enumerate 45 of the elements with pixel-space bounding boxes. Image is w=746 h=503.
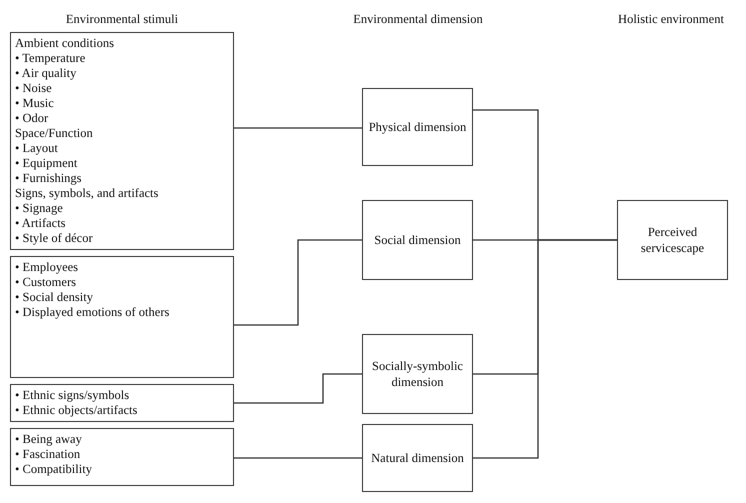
dimension-box	[362, 200, 473, 280]
connector-line	[234, 127, 362, 129]
column-heading: Environmental stimuli	[64, 12, 180, 27]
dimension-box	[362, 88, 473, 166]
box-label: Perceived servicescape	[640, 224, 706, 256]
list-item: • Music	[15, 96, 54, 111]
box-label: Physical dimension	[368, 119, 466, 135]
stimuli-list-box	[10, 256, 234, 378]
box-label: Social dimension	[374, 232, 461, 248]
list-item: • Employees	[15, 260, 78, 275]
box-label: Socially-symbolic dimension	[371, 358, 464, 390]
list-item: • Temperature	[15, 51, 86, 66]
list-item: • Style of décor	[15, 231, 93, 246]
column-heading: Environmental dimension	[352, 12, 484, 27]
list-item: • Odor	[15, 111, 48, 126]
connector-line	[473, 239, 617, 459]
stimuli-list-box	[10, 32, 234, 250]
list-item: • Displayed emotions of others	[15, 305, 170, 320]
list-item: • Fascination	[15, 447, 80, 462]
list-item: • Air quality	[15, 66, 76, 81]
list-item: • Social density	[15, 290, 93, 305]
list-item: Ambient conditions	[15, 36, 114, 51]
list-item: • Ethnic objects/artifacts	[15, 403, 138, 418]
list-item: • Ethnic signs/symbols	[15, 388, 130, 403]
stimuli-list-box	[10, 384, 234, 422]
connector-line	[234, 373, 362, 404]
list-item: Signs, symbols, and artifacts	[15, 186, 158, 201]
dimension-box	[362, 334, 473, 414]
list-item: • Compatibility	[15, 462, 92, 477]
box-label: Natural dimension	[371, 450, 464, 466]
list-item: • Equipment	[15, 156, 78, 171]
list-item: • Customers	[15, 275, 76, 290]
dimension-box	[617, 200, 728, 280]
list-item: • Noise	[15, 81, 52, 96]
list-item: • Furnishings	[15, 171, 82, 186]
list-item: Space/Function	[15, 126, 93, 141]
list-item: • Layout	[15, 141, 58, 156]
column-heading: Holistic environment	[617, 12, 725, 27]
dimension-box	[362, 424, 473, 492]
list-item: • Signage	[15, 201, 63, 216]
connector-line	[234, 239, 362, 326]
stimuli-list-box	[10, 428, 234, 486]
list-item: • Artifacts	[15, 216, 66, 231]
list-item: • Being away	[15, 432, 82, 447]
connector-line	[234, 457, 362, 459]
